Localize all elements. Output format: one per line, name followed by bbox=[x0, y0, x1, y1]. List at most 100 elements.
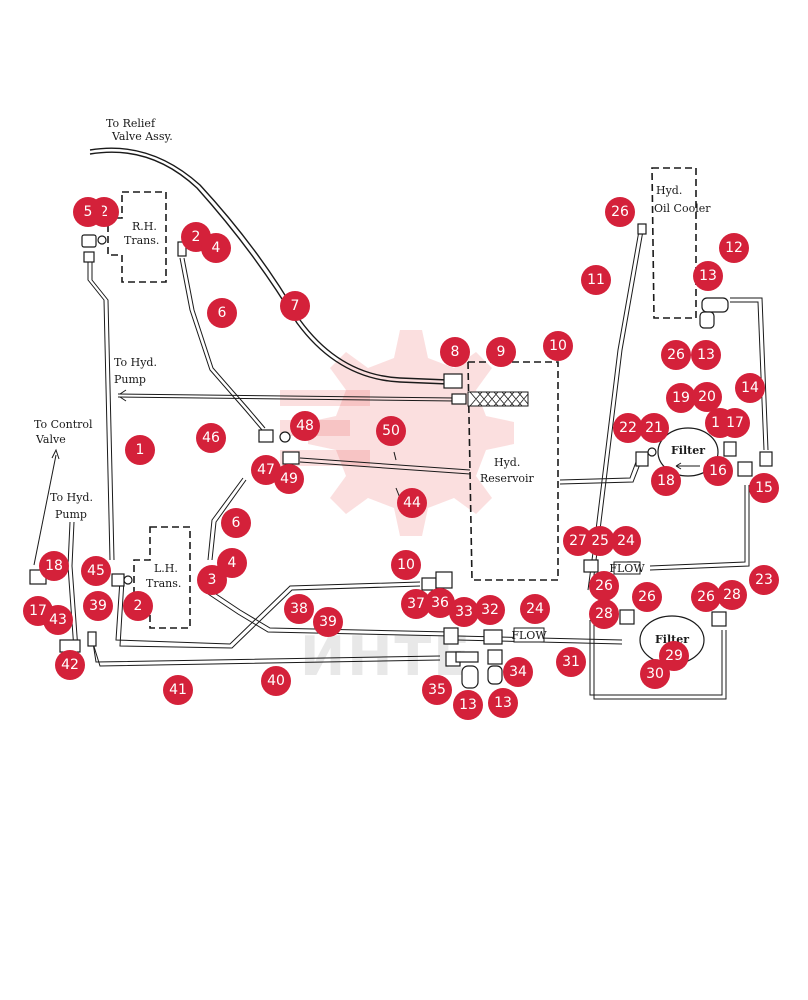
svg-text:20: 20 bbox=[698, 389, 716, 405]
callout-50 bbox=[376, 416, 406, 446]
callout-30 bbox=[640, 659, 670, 689]
flow-indicator-mid: FLOW bbox=[511, 627, 547, 643]
svg-text:9: 9 bbox=[497, 344, 506, 360]
svg-text:6: 6 bbox=[218, 305, 227, 321]
control-valve-label-2: Valve bbox=[35, 433, 66, 446]
svg-text:41: 41 bbox=[169, 682, 187, 698]
callout-9 bbox=[486, 337, 516, 367]
callout-14 bbox=[735, 373, 765, 403]
callout-7 bbox=[280, 291, 310, 321]
callout-17a bbox=[720, 408, 750, 438]
callout-43 bbox=[43, 605, 73, 635]
callout-29 bbox=[659, 641, 689, 671]
svg-text:29: 29 bbox=[665, 648, 683, 664]
svg-text:40: 40 bbox=[267, 673, 285, 689]
callout-24b bbox=[520, 594, 550, 624]
svg-text:49: 49 bbox=[280, 471, 298, 487]
pump-left-label-1: To Hyd. bbox=[50, 491, 93, 504]
svg-text:4: 4 bbox=[212, 240, 221, 256]
svg-text:50: 50 bbox=[382, 423, 400, 439]
callout-13a bbox=[693, 261, 723, 291]
callout-36 bbox=[425, 588, 455, 618]
diagram-labels: To Relief Valve Assy. R.H. Trans. Hyd. O… bbox=[34, 117, 711, 590]
svg-text:24: 24 bbox=[526, 601, 544, 617]
svg-text:26: 26 bbox=[697, 589, 715, 605]
svg-text:39: 39 bbox=[89, 598, 107, 614]
svg-text:7: 7 bbox=[291, 298, 300, 314]
callout-22 bbox=[613, 413, 643, 443]
callout-45 bbox=[81, 556, 111, 586]
svg-text:FLOW: FLOW bbox=[609, 562, 645, 575]
callout-6a bbox=[207, 298, 237, 328]
callout-35 bbox=[422, 675, 452, 705]
cooler-label-2: Oil Cooler bbox=[654, 202, 711, 215]
callout-24a bbox=[611, 526, 641, 556]
relief-label-1: To Relief bbox=[106, 117, 156, 130]
callout-8 bbox=[440, 337, 470, 367]
svg-text:18: 18 bbox=[657, 473, 675, 489]
svg-text:18: 18 bbox=[45, 558, 63, 574]
fittings bbox=[29, 223, 773, 689]
callout-42 bbox=[55, 650, 85, 680]
svg-text:13: 13 bbox=[697, 347, 715, 363]
callout-13b bbox=[691, 340, 721, 370]
rh-trans-label-2: Trans. bbox=[124, 234, 159, 247]
callout-23 bbox=[749, 565, 779, 595]
svg-text:3: 3 bbox=[208, 572, 217, 588]
callout-33 bbox=[449, 597, 479, 627]
svg-text:46: 46 bbox=[202, 430, 220, 446]
callout-13c bbox=[453, 690, 483, 720]
callout-4a bbox=[201, 233, 231, 263]
callout-5 bbox=[73, 197, 103, 227]
callout-19 bbox=[666, 383, 696, 413]
svg-text:21: 21 bbox=[645, 420, 663, 436]
callout-28b bbox=[717, 580, 747, 610]
svg-text:30: 30 bbox=[646, 666, 664, 682]
callout-26c bbox=[589, 571, 619, 601]
callout-47 bbox=[251, 455, 281, 485]
svg-text:24: 24 bbox=[617, 533, 635, 549]
svg-text:FLOW: FLOW bbox=[511, 629, 547, 642]
rh-trans-label-1: R.H. bbox=[132, 220, 157, 233]
callout-26a bbox=[605, 197, 635, 227]
callout-2b bbox=[123, 591, 153, 621]
svg-text:26: 26 bbox=[611, 204, 629, 220]
svg-text:47: 47 bbox=[257, 462, 275, 478]
svg-text:14: 14 bbox=[741, 380, 759, 396]
svg-text:16: 16 bbox=[709, 463, 727, 479]
svg-text:26: 26 bbox=[595, 578, 613, 594]
svg-text:37: 37 bbox=[407, 596, 425, 612]
callout-3 bbox=[197, 565, 227, 595]
reservoir-screen bbox=[467, 391, 529, 407]
callout-39a bbox=[313, 607, 343, 637]
relief-label-2: Valve Assy. bbox=[111, 130, 173, 143]
svg-text:13: 13 bbox=[494, 695, 512, 711]
callout-38 bbox=[284, 594, 314, 624]
callout-4b bbox=[217, 548, 247, 578]
svg-text:38: 38 bbox=[290, 601, 308, 617]
svg-text:19: 19 bbox=[672, 390, 690, 406]
lh-trans-label-2: Trans. bbox=[146, 577, 181, 590]
callout-10a bbox=[543, 331, 573, 361]
svg-text:10: 10 bbox=[549, 338, 567, 354]
svg-text:13: 13 bbox=[699, 268, 717, 284]
lh-trans-label-1: L.H. bbox=[154, 562, 178, 575]
svg-text:43: 43 bbox=[49, 612, 67, 628]
svg-text:35: 35 bbox=[428, 682, 446, 698]
svg-text:33: 33 bbox=[455, 604, 473, 620]
callout-44 bbox=[397, 488, 427, 518]
svg-text:32: 32 bbox=[481, 602, 499, 618]
svg-text:2: 2 bbox=[192, 229, 201, 245]
flow-indicator-top: FLOW bbox=[609, 561, 645, 575]
reservoir-label-1: Hyd. bbox=[494, 456, 520, 469]
svg-text:11: 11 bbox=[587, 272, 605, 288]
callout-18a bbox=[651, 466, 681, 496]
control-valve-label-1: To Control bbox=[34, 418, 93, 431]
callout-41 bbox=[163, 675, 193, 705]
pump-left-label-2: Pump bbox=[55, 508, 87, 521]
callout-26b bbox=[661, 340, 691, 370]
reservoir-label-2: Reservoir bbox=[480, 472, 535, 485]
svg-text:34: 34 bbox=[509, 664, 527, 680]
callout-13d bbox=[488, 688, 518, 718]
